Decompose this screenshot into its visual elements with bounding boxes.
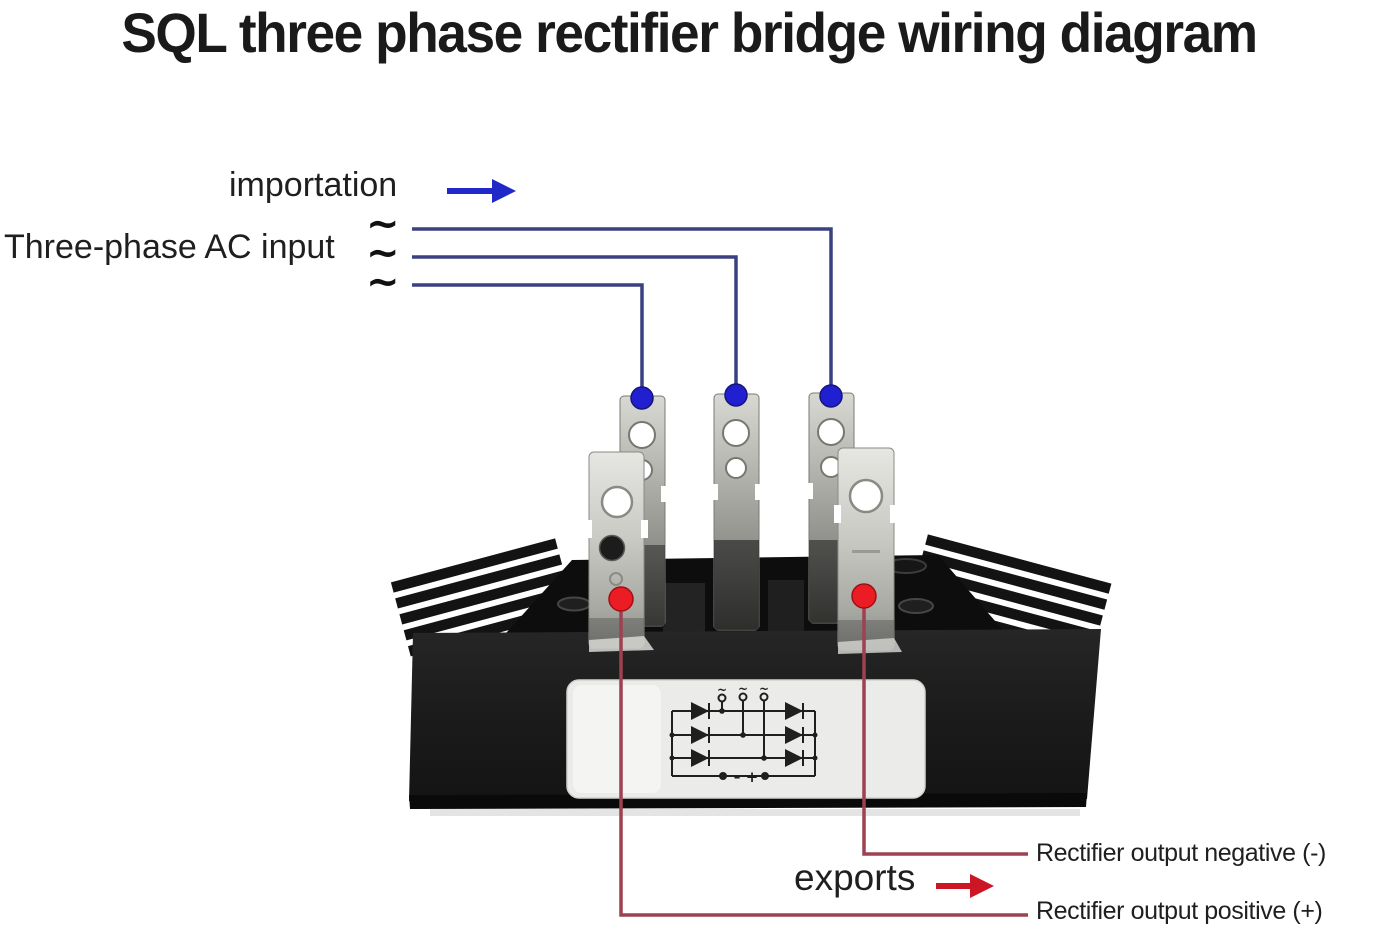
ac-phase-tilde-3: ~ (366, 259, 400, 305)
input-source-label: Three-phase AC input (4, 228, 335, 266)
ac-input-dot-2 (724, 383, 748, 407)
mount-hole (898, 598, 934, 614)
ac-input-dot-1 (630, 386, 654, 410)
output-arrow-icon (936, 874, 994, 898)
label-minus-symbol: - (733, 767, 740, 787)
input-arrow-icon (447, 179, 516, 203)
rectifier-module: ~ ~ ~ - + (390, 392, 1112, 816)
dc-output-lines (619, 596, 1028, 917)
dc-positive-dot (608, 586, 634, 612)
bridge-circuit-schematic (669, 692, 818, 780)
negative-output-terminal (834, 447, 902, 654)
ac-terminal-2 (710, 393, 763, 631)
ac-input-lines (412, 227, 833, 392)
dc-positive-line (619, 599, 1028, 917)
ac-input-line-3 (412, 283, 644, 392)
mount-hole (557, 596, 591, 612)
dc-negative-dot (851, 583, 877, 609)
ac-phase-tilde-1: ~ (366, 201, 400, 247)
ac-input-line-1 (412, 227, 833, 392)
ac-input-dot-3 (819, 384, 843, 408)
input-flow-label: importation (229, 166, 398, 204)
connection-dots (608, 383, 877, 612)
label-plus-symbol: + (746, 768, 759, 786)
device-label: ~ ~ ~ - + (566, 679, 926, 799)
label-phase-tilde-2: ~ (738, 682, 748, 696)
ac-phase-tilde-2: ~ (366, 230, 400, 276)
label-phase-tilde-1: ~ (717, 683, 727, 697)
diagram-title: SQL three phase rectifier bridge wiring … (121, 1, 1258, 64)
dc-negative-line (862, 596, 1028, 856)
output-flow-label: exports (794, 857, 916, 898)
terminal-engraving (852, 550, 880, 553)
output-positive-label: Rectifier output positive (+) (1036, 897, 1323, 925)
label-phase-tilde-3: ~ (759, 682, 769, 696)
output-negative-label: Rectifier output negative (-) (1036, 839, 1326, 867)
ac-terminals (616, 392, 858, 631)
terminal-emblem (609, 572, 623, 586)
ac-input-line-2 (412, 255, 738, 392)
